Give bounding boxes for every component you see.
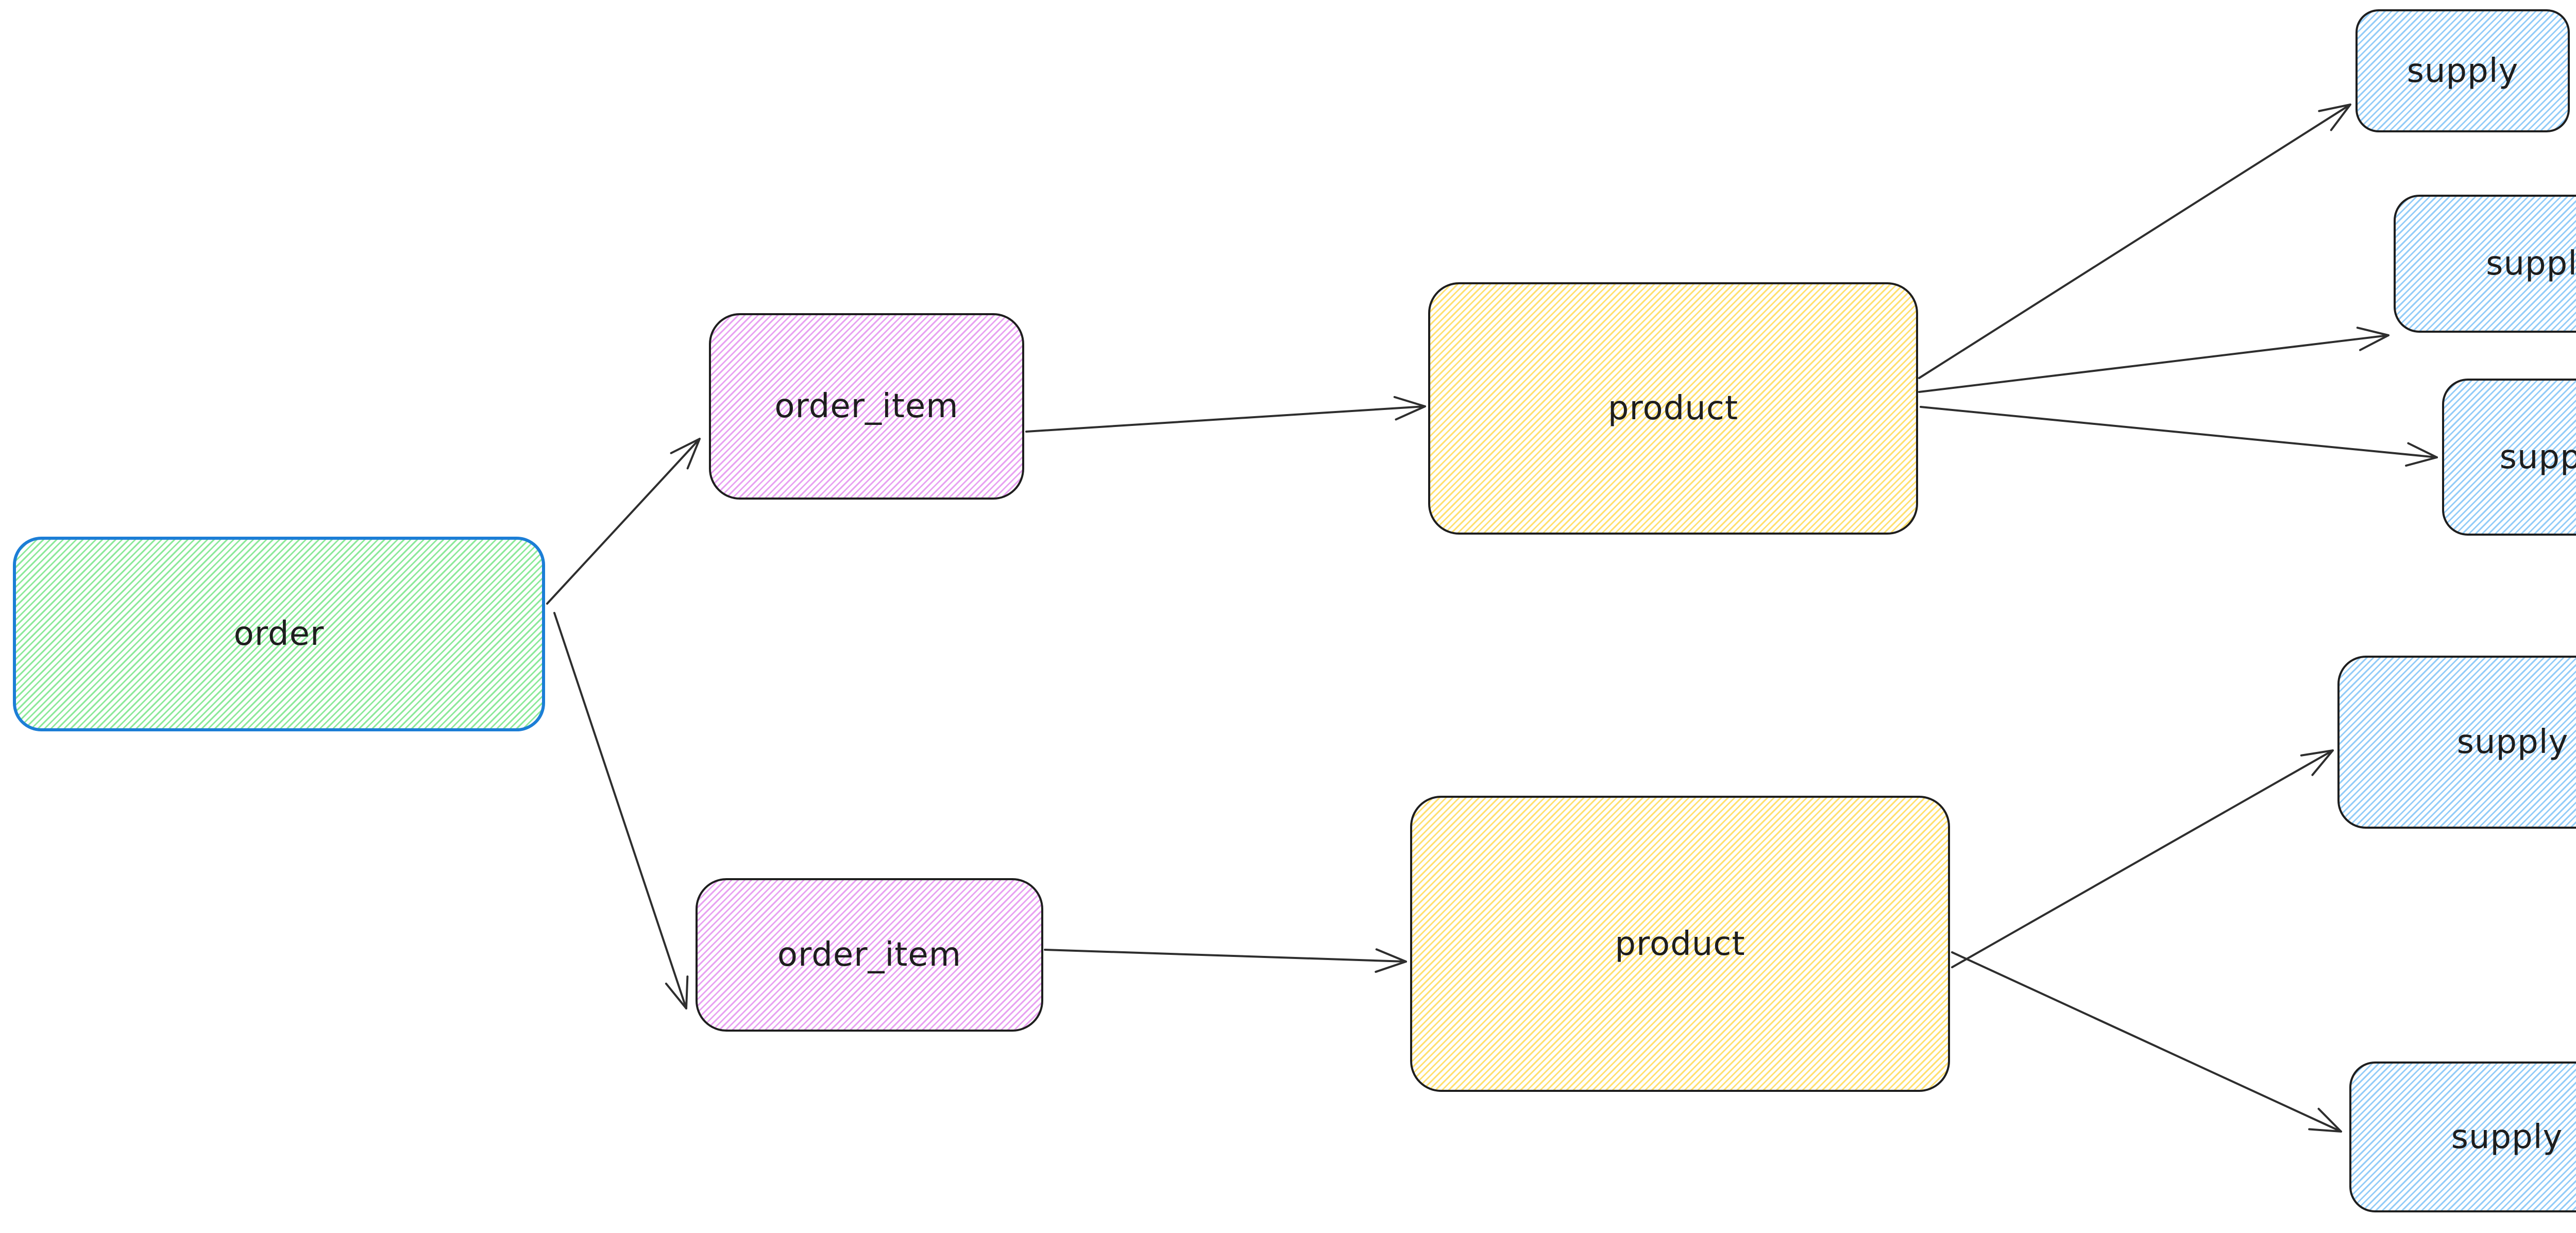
edge-line-order-to-order_item_top: [546, 438, 701, 605]
node-order_item_bottom[interactable]: order_item: [696, 878, 1043, 1032]
edge-line-product_top-to-supply_1: [1918, 104, 2351, 379]
node-supply_2[interactable]: supply: [2394, 195, 2576, 333]
edge-line-product_top-to-supply_3: [1920, 406, 2438, 467]
edge-product_top-to-supply_1[interactable]: [1918, 104, 2351, 379]
node-supply_4[interactable]: supply: [2337, 656, 2576, 829]
node-label-supply_5: supply: [2451, 1118, 2563, 1156]
edge-order_item_top-to-product_top[interactable]: [1025, 396, 1426, 433]
edge-line-product_bottom-to-supply_5: [1951, 951, 2342, 1133]
edge-line-order-to-order_item_bottom: [553, 612, 689, 1009]
edge-order_item_bottom-to-product_bottom[interactable]: [1044, 948, 1407, 973]
node-product_top[interactable]: product: [1428, 282, 1918, 535]
edge-product_top-to-supply_2[interactable]: [1918, 327, 2389, 393]
node-label-order_item_top: order_item: [774, 387, 959, 425]
node-product_bottom[interactable]: product: [1410, 796, 1950, 1092]
node-label-product_bottom: product: [1615, 924, 1745, 963]
edge-line-product_bottom-to-supply_4: [1951, 749, 2334, 968]
edge-line-order_item_top-to-product_top: [1025, 396, 1426, 433]
node-label-order_item_bottom: order_item: [777, 936, 962, 974]
edge-product_bottom-to-supply_5[interactable]: [1951, 951, 2342, 1133]
edge-order-to-order_item_bottom[interactable]: [553, 612, 689, 1009]
node-label-supply_3: supply: [2499, 438, 2576, 476]
node-label-product_top: product: [1607, 389, 1739, 427]
node-label-order: order: [233, 615, 325, 653]
node-order_item_top[interactable]: order_item: [709, 313, 1024, 500]
edge-line-order_item_bottom-to-product_bottom: [1044, 948, 1407, 973]
edge-product_bottom-to-supply_4[interactable]: [1951, 749, 2334, 968]
node-supply_3[interactable]: supply: [2442, 379, 2576, 536]
node-order[interactable]: order: [13, 537, 545, 731]
node-label-supply_2: supply: [2486, 245, 2576, 283]
node-supply_1[interactable]: supply: [2355, 9, 2570, 132]
node-label-supply_4: supply: [2456, 723, 2569, 761]
edge-order-to-order_item_top[interactable]: [546, 438, 701, 605]
node-label-supply_1: supply: [2406, 52, 2519, 90]
node-supply_5[interactable]: supply: [2349, 1061, 2576, 1212]
edge-line-product_top-to-supply_2: [1918, 327, 2389, 393]
edge-product_top-to-supply_3[interactable]: [1920, 406, 2438, 467]
